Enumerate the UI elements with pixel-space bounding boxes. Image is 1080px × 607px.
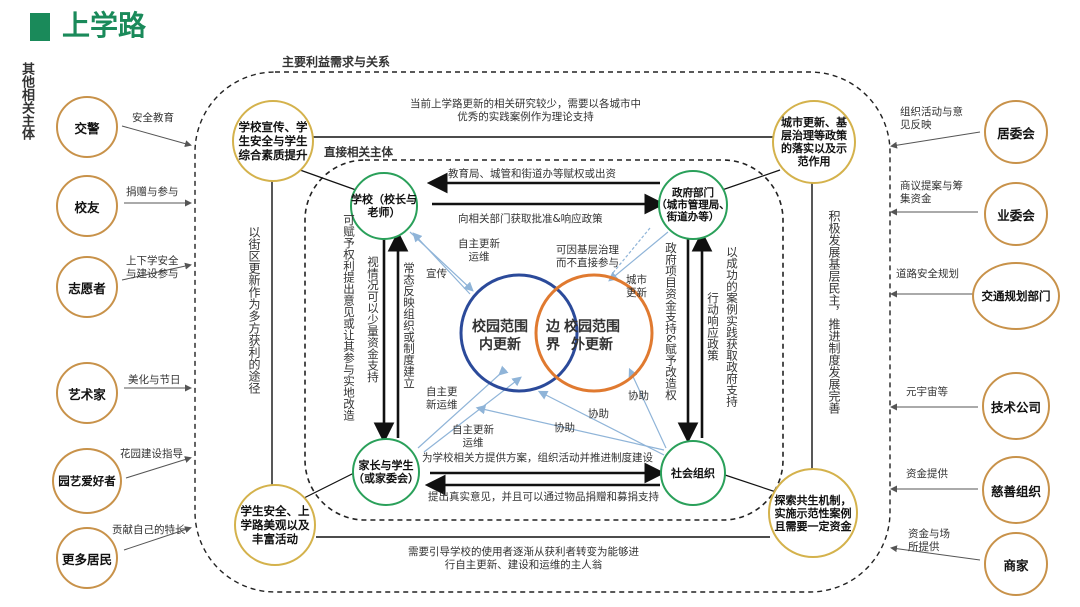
relation-gov-org-a: 政府项目资金支持&赋予改造权 <box>664 242 678 401</box>
stakeholder-traffic-police: 交警 <box>56 96 118 158</box>
stakeholder-owners-committee: 业委会 <box>984 182 1048 246</box>
relation-gardeners: 花园建设指导 <box>120 448 183 460</box>
actor-parents: 家长与学生 （或家委会） <box>352 438 420 506</box>
relation-artists: 美化与节日 <box>128 374 181 386</box>
stakeholder-alumni: 校友 <box>56 175 118 237</box>
relation-tech-company: 元宇宙等 <box>906 386 948 398</box>
relation-neighborhood-committee: 组织活动与意 见反映 <box>900 106 963 131</box>
relation-charity: 资金提供 <box>906 468 948 480</box>
relation-assist-c: 协助 <box>554 422 575 434</box>
relation-traffic-police: 安全教育 <box>132 112 174 124</box>
stakeholder-volunteers: 志愿者 <box>56 256 118 318</box>
relation-owners-committee: 商议提案与筹 集资金 <box>900 180 963 205</box>
relation-parents-org-top: 为学校相关方提供方案，组织活动并推进制度建设 <box>422 452 653 464</box>
hub-symbiosis: 探索共生机制， 实施示范性案例 且需要一定资金 <box>768 468 858 558</box>
center-boundary-label: 边 界 <box>546 319 560 353</box>
relation-alumni: 捐赠与参与 <box>126 186 179 198</box>
relation-residents: 贡献自己的特长 <box>112 524 186 536</box>
relation-gov-outer: 以成功的案例实践获取政府支持 <box>725 246 739 407</box>
relation-top-outer: 当前上学路更新的相关研究较少，需要以各城市中 优秀的实践案例作为理论支持 <box>410 98 641 123</box>
inner-update-circle <box>459 273 579 393</box>
relation-self-ops-mid: 自主更 新运维 <box>426 386 458 411</box>
relation-right-outer: 积极发展基层民主，推进制度发展完善 <box>827 210 841 414</box>
relation-volunteers: 上下学安全 与建设参与 <box>126 255 179 280</box>
relation-city-update: 城市 更新 <box>626 274 647 299</box>
relation-assist-a: 协助 <box>628 390 649 402</box>
center-outer-label: 校园范围 外更新 <box>564 319 620 353</box>
relation-bottom-outer: 需要引导学校的使用者逐渐从获利者转变为能够进 行自主更新、建设和运维的主人翁 <box>408 546 639 571</box>
relation-self-ops-low: 自主更新 运维 <box>452 424 494 449</box>
inner-dashed-box <box>304 159 784 521</box>
relation-parents-org-bottom: 提出真实意见，并且可以通过物品捐赠和募捐支持 <box>428 491 659 503</box>
relation-assist-b: 协助 <box>588 408 609 420</box>
inner-box-label: 直接相关主体 <box>324 145 393 159</box>
stakeholder-artists: 艺术家 <box>56 362 118 424</box>
left-side-label: 其他相关主体 <box>19 62 34 140</box>
outer-dashed-box <box>194 71 891 593</box>
relation-parents-school: 常态反映组织或制度建立 <box>402 262 416 389</box>
relation-self-ops-top: 自主更新 运维 <box>458 238 500 263</box>
stakeholder-merchants: 商家 <box>984 532 1048 596</box>
relation-merchants: 资金与场 所提供 <box>908 528 950 553</box>
relation-org-gov: 行动响应政策 <box>706 292 720 361</box>
relation-gov-governance: 可因基层治理 而不直接参与 <box>556 244 619 269</box>
relation-school-parents-b: 视情况可以少量资金支持 <box>366 256 380 383</box>
relation-gov-to-school: 教育局、城管和街道办等赋权或出资 <box>448 168 616 180</box>
relation-publicize: 宣传 <box>426 268 447 280</box>
actor-government: 政府部门 （城市管理局、 街道办等） <box>656 170 730 240</box>
stakeholder-residents: 更多居民 <box>56 527 118 589</box>
hub-student-safety: 学生安全、上 学路美观以及 丰富活动 <box>234 484 316 566</box>
hub-school-publicity: 学校宣传、学 生安全与学生 综合素质提升 <box>232 100 314 182</box>
page-title: 上学路 <box>62 9 147 42</box>
stakeholder-tech-company: 技术公司 <box>982 372 1050 440</box>
relation-left-outer: 以街区更新作为多方获利的途径 <box>247 226 261 394</box>
relation-school-to-gov: 向相关部门获取批准&响应政策 <box>458 213 603 225</box>
stakeholder-charity: 慈善组织 <box>982 456 1050 524</box>
title-accent-bar <box>30 13 50 41</box>
center-inner-label: 校园范围 内更新 <box>472 319 528 353</box>
actor-social-org: 社会组织 <box>660 440 726 506</box>
relation-school-parents-a: 可赋予权利提出意见或让其参与实地改造 <box>342 214 356 421</box>
relation-traffic-planning: 道路安全规划 <box>896 268 959 280</box>
outer-box-label: 主要利益需求与关系 <box>282 55 391 69</box>
stakeholder-gardeners: 园艺爱好者 <box>52 448 122 514</box>
actor-school: 学校（校长与 老师） <box>350 172 418 240</box>
outer-update-circle <box>534 273 654 393</box>
hub-city-renewal: 城市更新、基 层治理等政策 的落实以及示 范作用 <box>772 100 856 184</box>
stakeholder-neighborhood-committee: 居委会 <box>984 100 1048 164</box>
stakeholder-traffic-planning: 交通规划部门 <box>972 262 1060 330</box>
